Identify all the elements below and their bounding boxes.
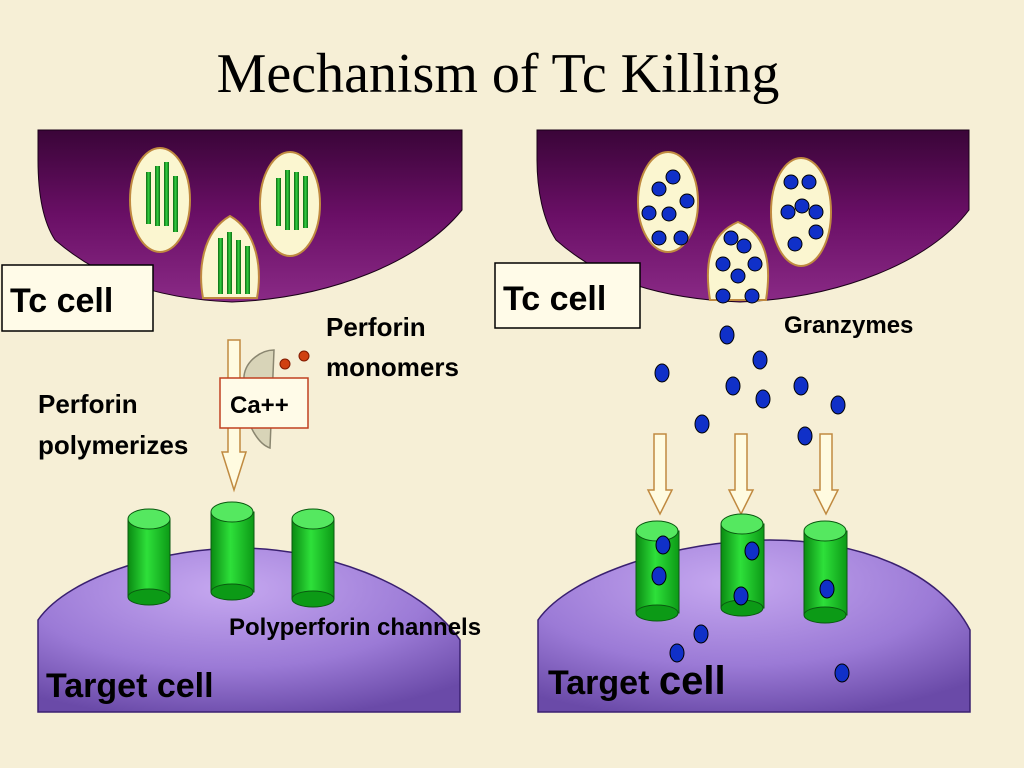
polyperforin-channel (127, 508, 171, 606)
target-cell-label-right: Target cell (548, 659, 726, 703)
perforin-granule (259, 151, 321, 257)
tc-cell-label-box-left (1, 264, 154, 332)
polyperforin-channel (720, 513, 765, 617)
down-arrow (727, 433, 755, 516)
polyperforin-channel (291, 508, 335, 608)
polyperforin-channel (635, 520, 680, 622)
right-panel: Tc cell Granzymes (494, 129, 971, 713)
target-cell-label-left: Target cell (46, 667, 214, 705)
left-panel: Tc cell Perforin monomers Ca++ Perforin … (1, 129, 481, 713)
internalized-granzymes (669, 624, 850, 683)
free-granzymes (654, 325, 846, 446)
perforin-granule (200, 214, 260, 299)
perforin-monomer (279, 358, 291, 370)
polyperforin-channels-label: Polyperforin channels (229, 614, 481, 641)
perforin-polymerizes-label-line2: polymerizes (38, 430, 188, 460)
perforin-monomer (298, 350, 310, 362)
polyperforin-channel (803, 520, 848, 624)
calcium-label-box (219, 377, 309, 429)
granzyme-granule (637, 151, 699, 253)
target-cell-label-right-part1: Target (548, 664, 659, 702)
down-arrow (646, 433, 674, 516)
polyperforin-channel (210, 501, 255, 601)
perforin-polymerizes-label-line1: Perforin (38, 389, 138, 419)
perforin-monomers-label-line2: monomers (326, 352, 459, 382)
granzyme-granule (706, 220, 770, 304)
calcium-label: Ca++ (230, 392, 289, 419)
granzyme-granule (770, 157, 832, 267)
tc-cell-label-right: Tc cell (503, 280, 606, 318)
tc-cell-label-left: Tc cell (10, 282, 113, 320)
tc-cell-label-box-right (494, 262, 641, 329)
granzymes-label: Granzymes (784, 312, 913, 339)
perforin-monomers-label-line1: Perforin (326, 312, 426, 342)
down-arrow (812, 433, 840, 516)
perforin-granule (129, 147, 191, 253)
page-title: Mechanism of Tc Killing (217, 43, 780, 105)
target-cell-label-right-part2: cell (659, 659, 726, 703)
